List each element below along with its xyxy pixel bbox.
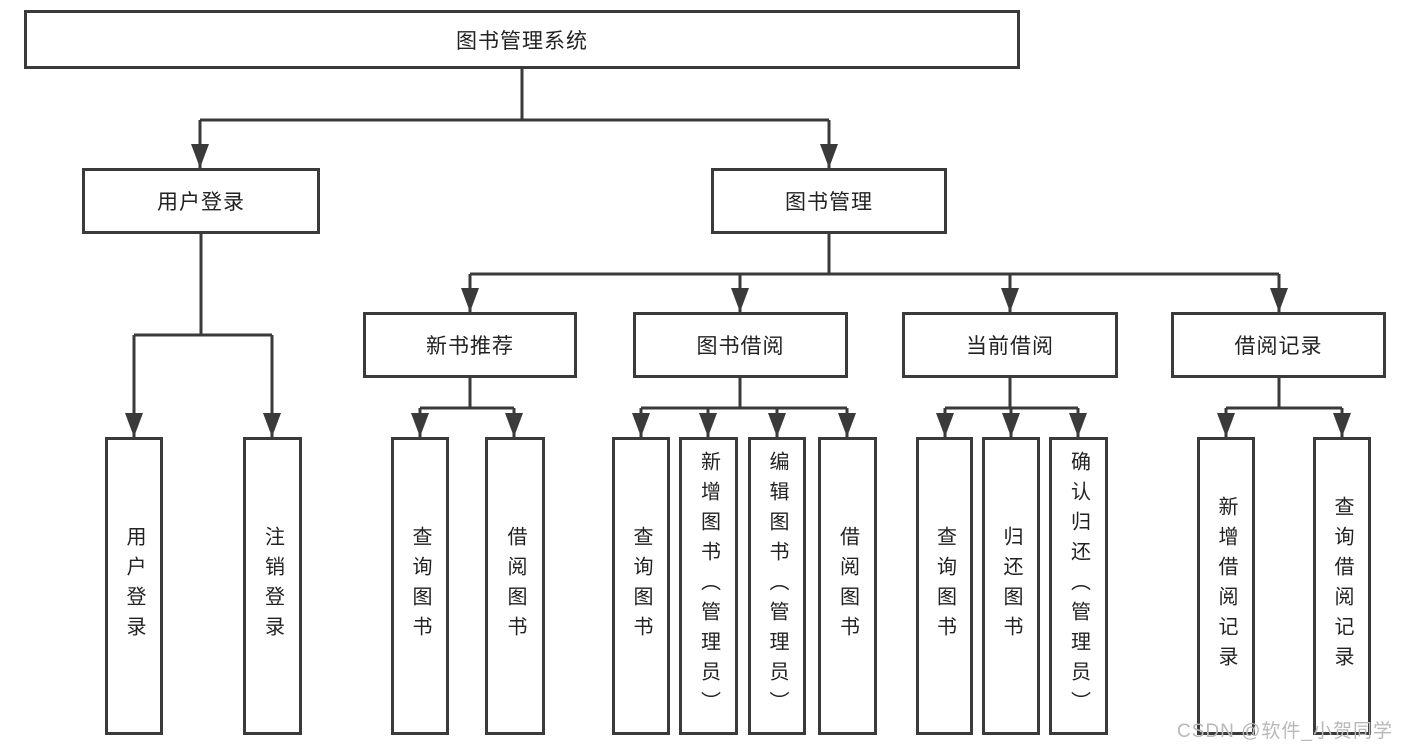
node-new-book-recommend-label: 新书推荐: [426, 335, 514, 358]
node-user-login: 用户登录: [82, 168, 320, 234]
leaf-query-books-2-label: 查询图书: [630, 526, 652, 646]
node-book-borrow: 图书借阅: [633, 312, 848, 378]
leaf-user-login: 用户登录: [105, 437, 163, 735]
leaf-borrow-books-2: 借阅图书: [818, 437, 877, 735]
leaf-add-borrow-record-label: 新增借阅记录: [1215, 496, 1237, 676]
connector-path: [132, 69, 1344, 437]
leaf-add-borrow-record: 新增借阅记录: [1197, 437, 1255, 735]
leaf-borrow-books-1-label: 借阅图书: [504, 526, 526, 646]
leaf-return-book: 归还图书: [982, 437, 1040, 735]
node-new-book-recommend: 新书推荐: [363, 312, 577, 378]
leaf-add-book-admin: 新增图书（管理员）: [679, 437, 738, 735]
leaf-confirm-return-admin-label: 确认归还（管理员）: [1067, 451, 1090, 721]
node-current-borrow: 当前借阅: [902, 312, 1118, 378]
leaf-query-books-2: 查询图书: [612, 437, 670, 735]
leaf-query-borrow-record: 查询借阅记录: [1313, 437, 1371, 735]
leaf-query-books-1: 查询图书: [391, 437, 449, 735]
node-borrow-records: 借阅记录: [1171, 312, 1386, 378]
leaf-borrow-books-1: 借阅图书: [485, 437, 545, 735]
leaf-add-book-admin-label: 新增图书（管理员）: [697, 451, 720, 721]
leaf-query-borrow-record-label: 查询借阅记录: [1331, 496, 1353, 676]
arrowhead-icons: [125, 144, 1351, 437]
leaf-user-login-label: 用户登录: [123, 526, 145, 646]
leaf-confirm-return-admin: 确认归还（管理员）: [1049, 437, 1108, 735]
node-root: 图书管理系统: [24, 10, 1020, 69]
node-book-management-label: 图书管理: [785, 191, 873, 214]
leaf-query-books-3: 查询图书: [916, 437, 973, 735]
leaf-edit-book-admin-label: 编辑图书（管理员）: [766, 451, 788, 721]
leaf-borrow-books-2-label: 借阅图书: [836, 526, 859, 646]
node-book-borrow-label: 图书借阅: [696, 335, 785, 358]
leaf-query-books-3-label: 查询图书: [933, 526, 956, 646]
leaf-return-book-label: 归还图书: [1000, 526, 1022, 646]
leaf-logout: 注销登录: [243, 437, 302, 735]
leaf-logout-label: 注销登录: [261, 526, 284, 646]
node-user-login-label: 用户登录: [157, 191, 245, 214]
leaf-query-books-1-label: 查询图书: [409, 526, 431, 646]
node-root-label: 图书管理系统: [456, 29, 588, 53]
node-book-management: 图书管理: [711, 168, 947, 234]
node-current-borrow-label: 当前借阅: [966, 335, 1054, 358]
watermark: CSDN @软件_小贺同学: [1177, 721, 1393, 742]
node-borrow-records-label: 借阅记录: [1234, 335, 1323, 358]
leaf-edit-book-admin: 编辑图书（管理员）: [748, 437, 806, 735]
